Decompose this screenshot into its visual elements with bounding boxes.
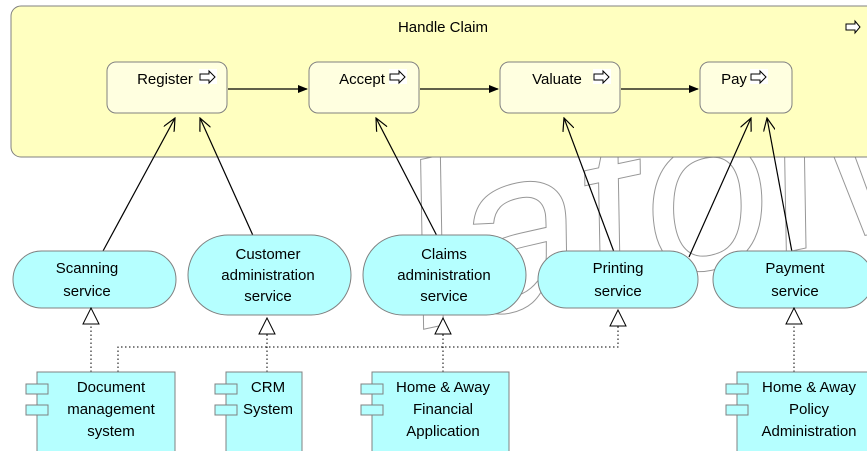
- component-financial-line1: Home & Away: [396, 379, 490, 396]
- component-icon-tab: [725, 383, 749, 395]
- use-customer-register: [200, 118, 256, 241]
- component-icon-tab: [214, 383, 238, 395]
- component-policy-line2: Policy: [789, 401, 830, 418]
- realize-triangle: [609, 308, 627, 327]
- service-scanning[interactable]: Scanning service: [12, 250, 177, 309]
- service-customer-administration[interactable]: Customer administration service: [187, 234, 352, 316]
- use-claims-accept: [376, 118, 438, 237]
- component-financial-application[interactable]: Home & Away Financial Application: [360, 371, 510, 451]
- realize-triangle: [258, 316, 276, 335]
- component-dms-line1: Document: [77, 379, 146, 396]
- realize-triangle: [82, 306, 100, 325]
- component-crm-line1: CRM: [251, 379, 285, 396]
- step-valuate[interactable]: Valuate: [499, 61, 621, 114]
- realize-triangle: [434, 316, 452, 335]
- component-icon-tab: [25, 404, 49, 416]
- step-valuate-label: Valuate: [532, 71, 582, 88]
- service-customer-line3: service: [244, 288, 292, 305]
- service-claims-administration[interactable]: Claims administration service: [362, 234, 527, 316]
- process-arrow-icon: [845, 19, 861, 35]
- component-icon-tab: [360, 383, 384, 395]
- process-arrow-icon: [199, 69, 217, 85]
- step-register[interactable]: Register: [106, 61, 228, 114]
- service-printing[interactable]: Printing service: [537, 250, 699, 309]
- component-financial-line2: Financial: [413, 401, 473, 418]
- component-document-management[interactable]: Document management system: [25, 371, 176, 451]
- step-accept[interactable]: Accept: [308, 61, 420, 114]
- service-scanning-line2: service: [63, 283, 111, 300]
- process-arrow-icon: [389, 69, 407, 85]
- process-title: Handle Claim: [398, 19, 488, 36]
- service-printing-line2: service: [594, 283, 642, 300]
- component-financial-line3: Application: [406, 423, 479, 440]
- service-scanning-line1: Scanning: [56, 260, 119, 277]
- service-payment[interactable]: Payment service: [712, 250, 867, 309]
- component-policy-line1: Home & Away: [762, 379, 856, 396]
- use-payment-pay: [767, 118, 793, 253]
- step-pay[interactable]: Pay: [699, 61, 793, 114]
- service-payment-line2: service: [771, 283, 819, 300]
- use-scanning-register: [102, 118, 175, 252]
- realize-triangle: [785, 306, 803, 325]
- service-claims-line2: administration: [397, 267, 490, 284]
- step-accept-label: Accept: [339, 71, 386, 88]
- component-policy-administration[interactable]: Home & Away Policy Administration: [725, 371, 867, 451]
- process-arrow-icon: [593, 69, 611, 85]
- step-register-label: Register: [137, 71, 193, 88]
- component-crm-line2: System: [243, 401, 293, 418]
- component-icon-tab: [214, 404, 238, 416]
- component-dms-line2: management: [67, 401, 155, 418]
- component-crm-system[interactable]: CRM System: [214, 371, 303, 451]
- service-customer-line1: Customer: [235, 246, 300, 263]
- component-icon-tab: [360, 404, 384, 416]
- component-icon-tab: [25, 383, 49, 395]
- service-customer-line2: administration: [221, 267, 314, 284]
- use-printing-pay: [688, 118, 751, 258]
- step-pay-label: Pay: [721, 71, 747, 88]
- service-printing-line1: Printing: [593, 260, 644, 277]
- component-policy-line3: Administration: [761, 423, 856, 440]
- process-handle-claim[interactable]: Handle Claim: [10, 5, 867, 158]
- component-icon-tab: [725, 404, 749, 416]
- use-printing-valuate: [564, 118, 615, 253]
- service-claims-line1: Claims: [421, 246, 467, 263]
- process-arrow-icon: [750, 69, 768, 85]
- service-payment-line1: Payment: [765, 260, 825, 277]
- service-claims-line3: service: [420, 288, 468, 305]
- component-dms-line3: system: [87, 423, 135, 440]
